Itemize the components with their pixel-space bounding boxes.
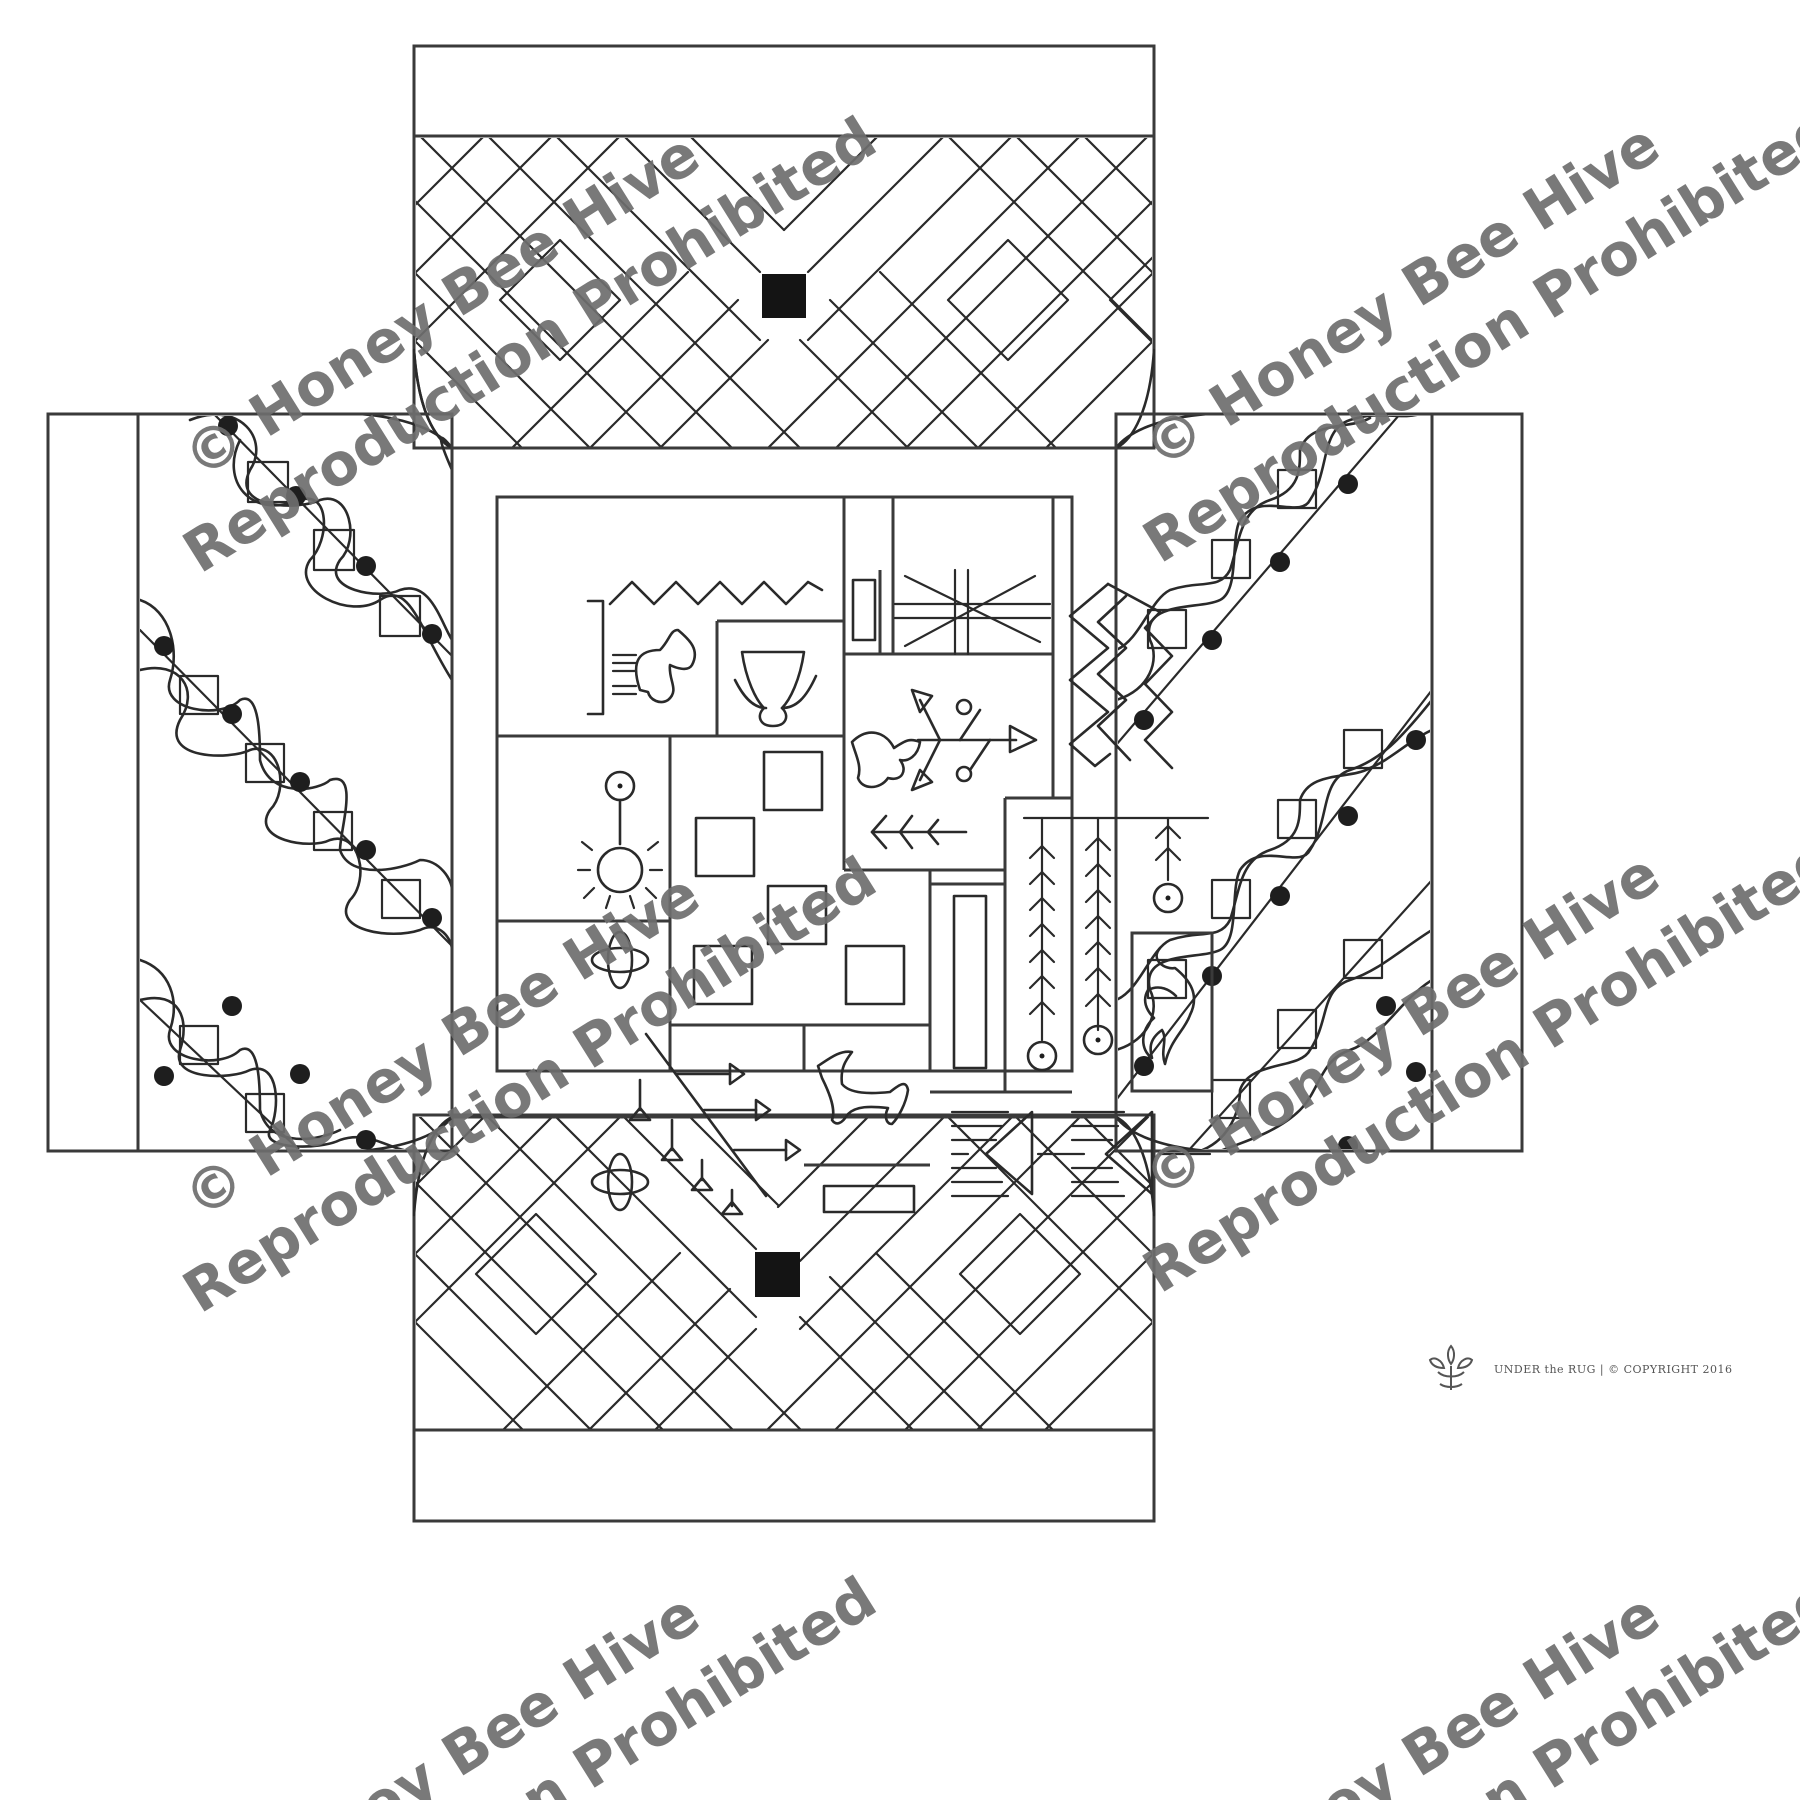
watermark-line2: Reproduction Prohibited — [171, 103, 887, 586]
copyright-text: UNDER the RUG | © COPYRIGHT 2016 — [1494, 1362, 1733, 1376]
squirrel-lines — [611, 653, 638, 696]
wave-chain — [140, 416, 452, 1149]
squirrel-icon — [634, 628, 697, 704]
watermarks: © Honey Bee Hive Reproduction Prohibited… — [171, 93, 1800, 1800]
union-jack-icon — [893, 568, 1052, 656]
zigzag-columns-icon — [1068, 582, 1174, 770]
fern-chevrons — [1028, 824, 1182, 1016]
branch-triangles-icon — [628, 1032, 802, 1216]
goat-icon — [816, 1050, 910, 1126]
scattered-squares — [692, 750, 906, 1006]
top-center-square — [762, 274, 806, 318]
four-petal-flower-icon — [590, 930, 650, 1212]
bottom-flap — [412, 1113, 1156, 1523]
bottom-center-square — [755, 1252, 800, 1297]
flower-sun-icon — [576, 770, 664, 910]
cup-icon — [740, 650, 806, 728]
horn-right-icon — [780, 674, 818, 710]
arrow-feathers-icon — [870, 814, 968, 850]
flower-arrow-icon — [850, 688, 1038, 792]
watermark-line2: Reproduction Prohibited — [1131, 93, 1800, 576]
center-square — [450, 446, 1214, 1216]
bottom-rectangle-icon — [822, 1184, 916, 1214]
small-rectangle-icon — [851, 578, 877, 642]
copyright-credit: UNDER the RUG | © COPYRIGHT 2016 — [1418, 1338, 1733, 1400]
horn-left-icon — [733, 678, 768, 710]
bracket-icon — [586, 599, 605, 716]
bird-icon — [1141, 946, 1196, 1066]
top-flap — [412, 44, 1156, 450]
triangle-lines-icon — [950, 1110, 1212, 1198]
sampler-grid — [497, 497, 1072, 1094]
zigzag-icon — [608, 580, 824, 606]
left-flap — [46, 412, 454, 1153]
watermark-line2: Reproduction Prohibited — [1131, 823, 1800, 1306]
vertical-bar-icon — [952, 894, 988, 1070]
fern-flowers — [1026, 882, 1184, 1072]
feather-crest-icon — [1428, 1344, 1474, 1390]
